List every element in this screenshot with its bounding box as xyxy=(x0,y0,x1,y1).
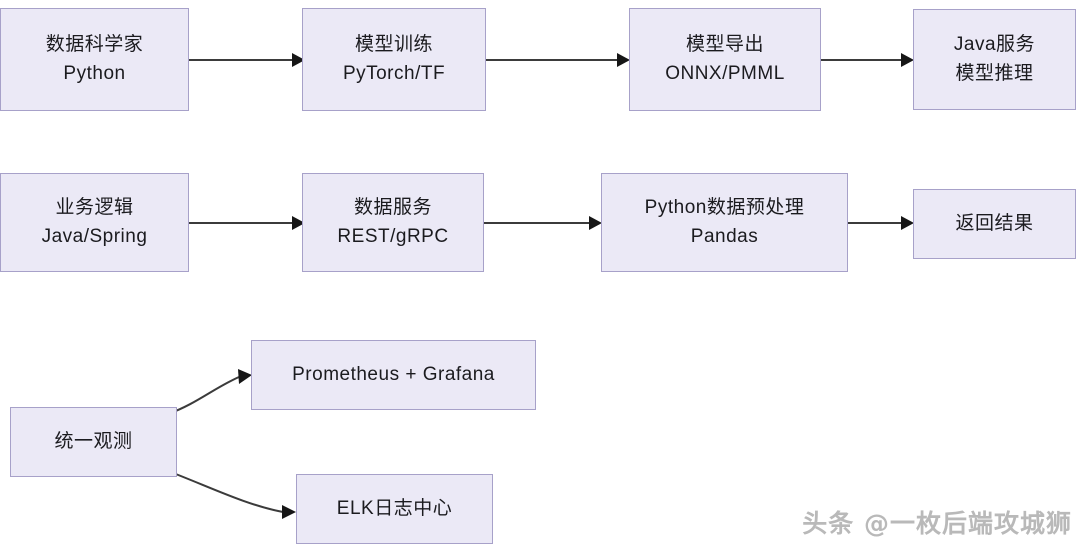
node-label-primary: Prometheus + Grafana xyxy=(292,363,495,385)
node-label-secondary: Pandas xyxy=(690,225,759,247)
node-data-scientist[interactable]: 数据科学家 Python xyxy=(0,8,189,111)
node-label-secondary: REST/gRPC xyxy=(337,225,449,247)
node-data-service[interactable]: 数据服务 REST/gRPC xyxy=(302,173,484,272)
node-label-secondary: Java/Spring xyxy=(41,225,148,247)
edge-dataservice-to-preprocess xyxy=(484,216,602,230)
node-label-primary: 数据服务 xyxy=(353,197,432,218)
node-model-training[interactable]: 模型训练 PyTorch/TF xyxy=(302,8,486,111)
watermark-text: 头条 @一枚后端攻城狮 xyxy=(802,509,1072,538)
node-label-primary: 业务逻辑 xyxy=(55,197,134,218)
edge-training-to-export xyxy=(486,53,630,67)
node-label-primary: Python数据预处理 xyxy=(644,197,805,218)
node-label-primary: 统一观测 xyxy=(54,430,133,452)
edge-preprocess-to-result xyxy=(848,216,914,230)
node-label-secondary: Python xyxy=(63,62,126,84)
edge-observability-to-elk xyxy=(167,470,296,519)
node-label-secondary: PyTorch/TF xyxy=(342,62,446,84)
node-label-secondary: 模型推理 xyxy=(955,62,1034,84)
node-label-primary: 模型导出 xyxy=(685,34,764,55)
node-model-export[interactable]: 模型导出 ONNX/PMML xyxy=(629,8,821,111)
node-label-primary: ELK日志中心 xyxy=(336,497,453,519)
node-business-logic[interactable]: 业务逻辑 Java/Spring xyxy=(0,173,189,272)
node-unified-observability[interactable]: 统一观测 xyxy=(10,407,177,477)
node-label-primary: 数据科学家 xyxy=(45,34,144,55)
node-java-service[interactable]: Java服务 模型推理 xyxy=(913,9,1076,110)
edge-export-to-java xyxy=(821,53,914,67)
edge-logic-to-dataservice xyxy=(189,216,305,230)
edge-observability-to-prometheus xyxy=(167,369,252,415)
node-label-primary: Java服务 xyxy=(953,34,1036,55)
node-return-result[interactable]: 返回结果 xyxy=(913,189,1076,259)
edge-scientist-to-training xyxy=(189,53,305,67)
node-elk-log-center[interactable]: ELK日志中心 xyxy=(296,474,493,544)
node-label-secondary: ONNX/PMML xyxy=(665,62,785,84)
node-label-primary: 返回结果 xyxy=(955,212,1034,234)
node-python-preprocess[interactable]: Python数据预处理 Pandas xyxy=(601,173,848,272)
node-prometheus-grafana[interactable]: Prometheus + Grafana xyxy=(251,340,536,410)
node-label-primary: 模型训练 xyxy=(354,34,433,55)
